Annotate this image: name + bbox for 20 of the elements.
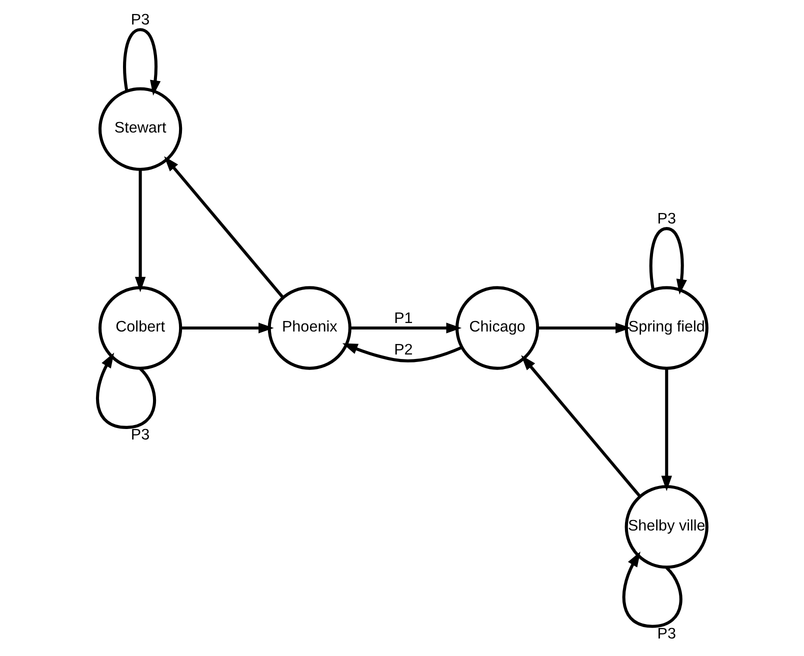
arrow (123, 28, 161, 96)
edge-label: P3 (657, 626, 676, 643)
node-circle: Spring field (624, 286, 708, 370)
arrow (350, 322, 462, 334)
edge-label: P3 (657, 210, 676, 228)
arrow (342, 343, 462, 362)
arrow (521, 355, 642, 498)
arrow (134, 170, 146, 292)
arrow (180, 322, 274, 334)
arrow (538, 322, 631, 334)
arrow (649, 227, 687, 295)
arrow (164, 156, 284, 299)
arrow (661, 368, 672, 492)
edge-label: P3 (130, 426, 150, 444)
arrow (622, 552, 682, 628)
node-circle: Phoenix (268, 286, 352, 370)
edge-label: P1 (394, 310, 413, 327)
edge-label: P3 (130, 12, 150, 29)
arrow (96, 352, 156, 429)
edge-label: P2 (394, 342, 413, 359)
